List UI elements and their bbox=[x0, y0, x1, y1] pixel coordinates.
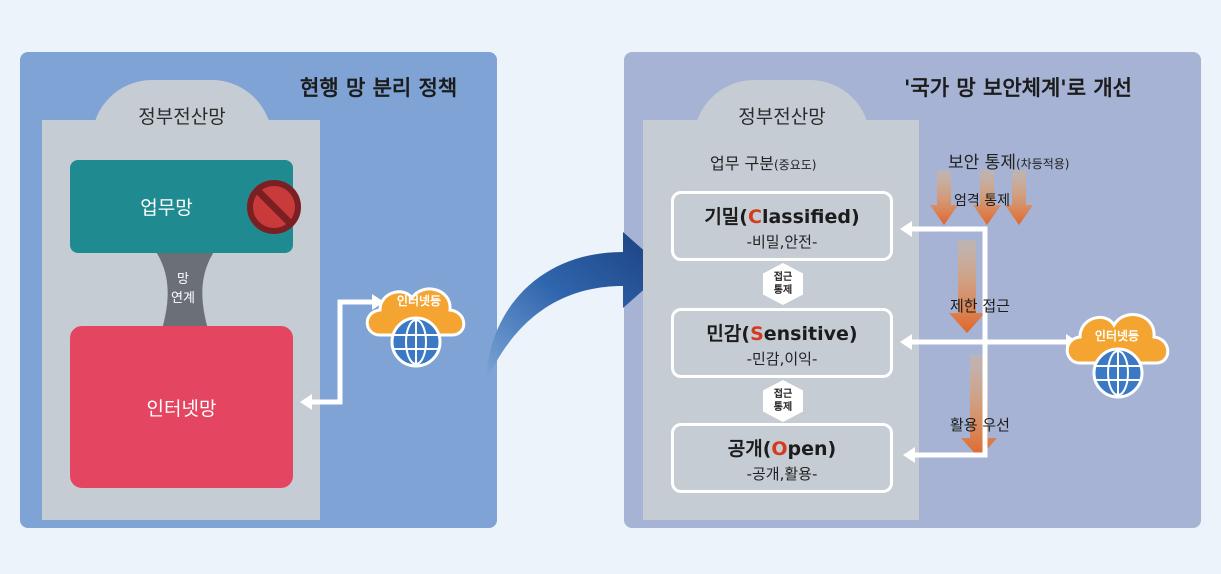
task-classification-text: 업무 구분 bbox=[710, 154, 774, 173]
transition-arrow-icon bbox=[486, 232, 666, 382]
tier-sensitive-name: 민감(Sensitive) bbox=[706, 323, 858, 345]
tier-classified-desc: -비밀,안전- bbox=[746, 233, 818, 251]
control-level-strict: 엄격 통제 bbox=[954, 193, 1010, 209]
control-level-limited: 제한 접근 bbox=[950, 297, 1010, 315]
network-link-shape bbox=[140, 232, 230, 352]
left-cloud-label: 인터넷등 bbox=[396, 294, 442, 308]
gov-network-label: 정부전산망 bbox=[138, 106, 226, 128]
tier-classified-name: 기밀(Classified) bbox=[704, 206, 860, 228]
tier-classified: 기밀(Classified) -비밀,안전- bbox=[671, 191, 893, 261]
security-control-title: 보안 통제(차등적용) bbox=[948, 148, 1070, 173]
network-link-label: 망 연계 bbox=[160, 270, 206, 308]
security-control-text: 보안 통제 bbox=[948, 153, 1016, 173]
gov-network-label-right: 정부전산망 bbox=[738, 106, 826, 128]
control-level-priority: 활용 우선 bbox=[950, 416, 1010, 434]
task-classification-label: 업무 구분(중요도) bbox=[710, 150, 816, 174]
internet-network-label: 인터넷망 bbox=[146, 397, 217, 420]
cloud-icon bbox=[365, 287, 466, 368]
tier-sensitive: 민감(Sensitive) -민감,이익- bbox=[671, 308, 893, 378]
no-entry-icon bbox=[247, 180, 301, 234]
cloud-icon bbox=[1065, 313, 1170, 399]
internet-network-box: 인터넷망 bbox=[70, 326, 293, 488]
right-cloud-label: 인터넷등 bbox=[1094, 329, 1140, 343]
tier-open-name: 공개(Open) bbox=[727, 438, 837, 460]
task-classification-note: (중요도) bbox=[773, 158, 817, 172]
tier-sensitive-desc: -민감,이익- bbox=[746, 350, 818, 368]
security-control-note: (차등적용) bbox=[1015, 157, 1070, 171]
current-policy-title: 현행 망 분리 정책 bbox=[300, 76, 458, 100]
work-network-label: 업무망 bbox=[140, 197, 193, 219]
network-link-line-1: 망 bbox=[177, 272, 189, 287]
improved-policy-title: '국가 망 보안체계'로 개선 bbox=[904, 76, 1132, 100]
network-link-line-2: 연계 bbox=[171, 291, 195, 306]
tier-open: 공개(Open) -공개,활용- bbox=[671, 423, 893, 493]
tier-open-desc: -공개,활용- bbox=[746, 465, 818, 483]
